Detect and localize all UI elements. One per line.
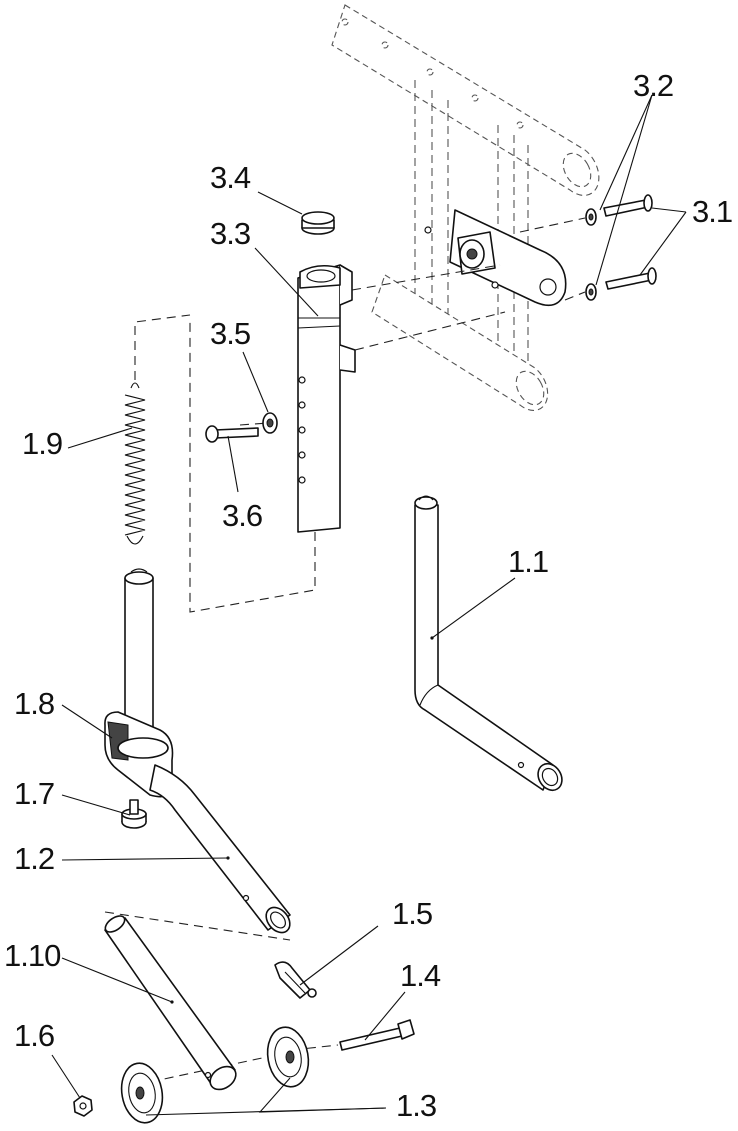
label-3-2: 3.2: [633, 68, 674, 103]
fork-tube: [149, 764, 291, 934]
bolt-1-4: [339, 1019, 415, 1051]
label-1-1: 1.1: [508, 544, 549, 579]
label-1-10: 1.10: [4, 938, 61, 973]
coil-spring: [124, 382, 146, 545]
washers-3-2: [585, 208, 597, 301]
label-1-9: 1.9: [22, 426, 63, 461]
knob: [121, 799, 147, 829]
label-1-4: 1.4: [400, 958, 441, 993]
label-3-3: 3.3: [210, 216, 251, 251]
l-tube: [414, 495, 563, 792]
label-1-3: 1.3: [396, 1088, 437, 1123]
axle-tube: [104, 915, 237, 1091]
label-3-5: 3.5: [210, 316, 251, 351]
end-cap: [301, 211, 335, 235]
label-3-4: 3.4: [210, 160, 251, 195]
label-1-7: 1.7: [14, 776, 55, 811]
bolt-3-6: [205, 425, 259, 443]
washer-3-5: [262, 412, 278, 434]
wheels: [120, 1026, 310, 1124]
pins-3-1: [603, 194, 657, 290]
label-1-2: 1.2: [14, 841, 55, 876]
ghost-frame: [331, 4, 600, 411]
label-1-8: 1.8: [14, 686, 55, 721]
square-sleeve: [297, 264, 356, 533]
label-1-5: 1.5: [392, 896, 433, 931]
label-1-6: 1.6: [14, 1018, 55, 1053]
fork-housing: [104, 568, 174, 798]
nut: [73, 1095, 93, 1117]
label-3-1: 3.1: [692, 194, 733, 229]
leader-lines: [51, 94, 687, 1116]
clip: [274, 961, 317, 999]
label-3-6: 3.6: [222, 498, 263, 533]
